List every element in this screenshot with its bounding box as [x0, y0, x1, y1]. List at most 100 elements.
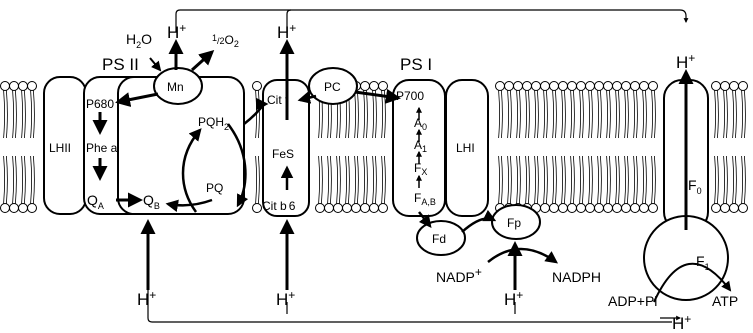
lipid-tail — [562, 156, 563, 204]
fes-label: FeS — [272, 147, 294, 161]
lipid-head — [739, 204, 748, 213]
lipid-head — [28, 204, 37, 213]
lipid-tail — [537, 156, 538, 204]
lipid-head — [379, 204, 388, 213]
lipid-tail — [643, 91, 644, 139]
lipid-head — [613, 204, 622, 213]
lipid-tail — [366, 156, 367, 204]
lipid-tail — [564, 156, 565, 204]
mn-label: Mn — [167, 80, 184, 94]
lipid-head — [595, 204, 604, 213]
lhii-label: LHII — [49, 141, 71, 155]
lipid-head — [10, 204, 19, 213]
lipid-head — [721, 204, 730, 213]
lipid-head — [532, 82, 541, 91]
lipid-tail — [519, 91, 520, 139]
lipid-tail — [373, 91, 374, 139]
pc-label: PC — [324, 80, 341, 94]
lipid-tail — [357, 156, 358, 204]
lipid-head — [595, 82, 604, 91]
lipid-tail — [339, 156, 340, 204]
lipid-tail — [526, 156, 527, 204]
proton-label-top-cyt: H+ — [277, 21, 296, 42]
lipid-tail — [553, 156, 554, 204]
lipid-head — [10, 82, 19, 91]
pq-label: PQ — [206, 181, 223, 195]
lipid-tail — [618, 156, 619, 204]
lipid-head — [730, 82, 739, 91]
lipid-tail — [726, 156, 727, 204]
lipid-tail — [600, 156, 601, 204]
lipid-tail — [724, 156, 725, 204]
lipid-tail — [607, 156, 608, 204]
lipid-tail — [24, 91, 25, 139]
lipid-tail — [627, 156, 628, 204]
lipid-tail — [553, 91, 554, 139]
proton-label-stroma-3: H+ — [504, 288, 523, 309]
lipid-tail — [544, 156, 545, 204]
lipid-tail — [22, 91, 23, 139]
lipid-head — [370, 82, 379, 91]
lipid-tail — [717, 156, 718, 204]
lipid-tail — [24, 156, 25, 204]
lipid-tail — [571, 156, 572, 204]
lipid-tail — [715, 156, 716, 204]
lipid-tail — [654, 156, 655, 204]
lipid-tail — [571, 91, 572, 139]
lipid-tail — [4, 156, 5, 204]
lipid-tail — [355, 156, 356, 204]
lipid-tail — [744, 156, 745, 204]
lipid-tail — [384, 156, 385, 204]
lipid-head — [541, 204, 550, 213]
lipid-tail — [645, 156, 646, 204]
lipid-tail — [328, 156, 329, 204]
lipid-head — [640, 204, 649, 213]
lipid-tail — [364, 156, 365, 204]
lipid-tail — [616, 156, 617, 204]
h2o-label: H2O — [126, 31, 152, 50]
lipid-tail — [636, 156, 637, 204]
lipid-head — [514, 82, 523, 91]
lipid-tail — [607, 91, 608, 139]
lipid-head — [253, 204, 262, 213]
lipid-tail — [357, 91, 358, 139]
lipid-tail — [6, 156, 7, 204]
lipid-tail — [366, 91, 367, 139]
lipid-tail — [15, 91, 16, 139]
lipid-tail — [616, 91, 617, 139]
lipid-head — [640, 82, 649, 91]
lipid-tail — [346, 156, 347, 204]
lipid-tail — [733, 91, 734, 139]
lipid-tail — [589, 91, 590, 139]
lipid-tail — [15, 156, 16, 204]
lipid-tail — [510, 156, 511, 204]
lipid-tail — [13, 91, 14, 139]
p680-label: P680 — [86, 97, 114, 111]
proton-label-stroma-2: H+ — [276, 288, 295, 309]
ps1-title: PS I — [400, 55, 432, 74]
lipid-tail — [634, 156, 635, 204]
lipid-head — [568, 204, 577, 213]
lipid-tail — [598, 91, 599, 139]
lhi-label: LHI — [456, 141, 475, 155]
lipid-tail — [733, 156, 734, 204]
lipid-tail — [258, 91, 259, 139]
lipid-tail — [546, 156, 547, 204]
lipid-tail — [22, 156, 23, 204]
lipid-head — [550, 82, 559, 91]
fp-label: Fp — [507, 216, 521, 230]
lipid-head — [370, 204, 379, 213]
lipid-tail — [4, 91, 5, 139]
fd-label: Fd — [432, 232, 446, 246]
lipid-head — [739, 82, 748, 91]
lipid-tail — [573, 156, 574, 204]
lipid-tail — [654, 91, 655, 139]
lipid-tail — [33, 156, 34, 204]
lipid-head — [712, 204, 721, 213]
lipid-tail — [508, 91, 509, 139]
lipid-head — [559, 82, 568, 91]
lipid-tail — [519, 156, 520, 204]
lipid-tail — [652, 91, 653, 139]
